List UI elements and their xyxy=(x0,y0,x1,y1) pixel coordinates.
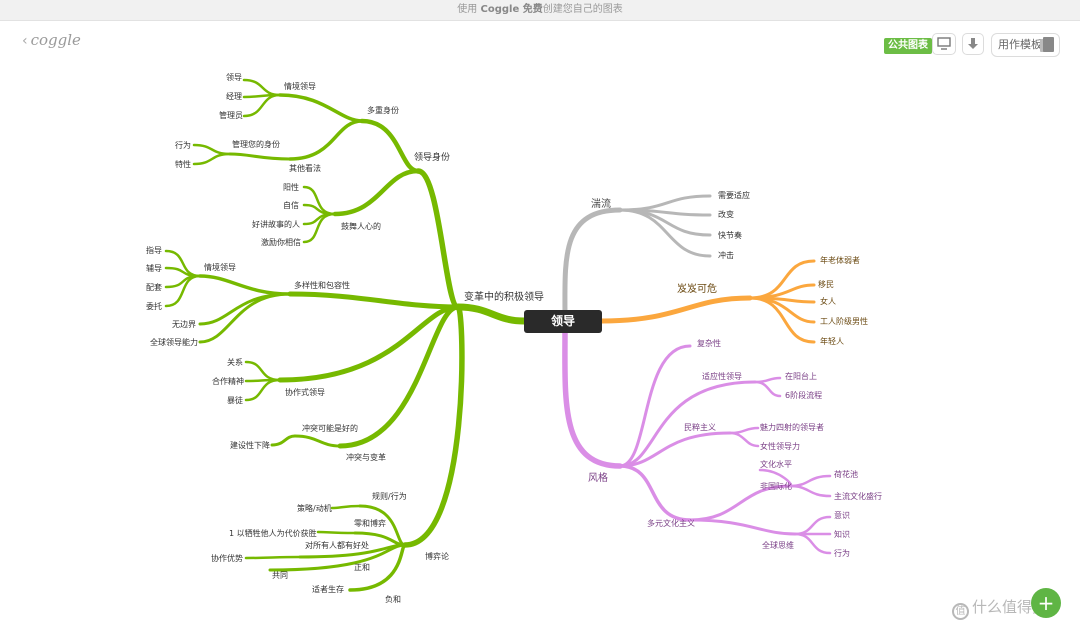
node-balcony[interactable]: 在阳台上 xyxy=(785,371,817,381)
node-rules[interactable]: 规则/行为 xyxy=(372,491,407,501)
coggle-logo[interactable]: ‹coggle xyxy=(22,31,81,49)
node-charismatic[interactable]: 魅力四射的领导者 xyxy=(760,422,824,432)
node-all-benefit[interactable]: 对所有人都有好处 xyxy=(305,540,369,550)
node-support[interactable]: 配套 xyxy=(146,282,162,292)
node-awareness[interactable]: 意识 xyxy=(834,510,850,520)
node-situational2[interactable]: 情境领导 xyxy=(204,262,236,272)
node-workers[interactable]: 工人阶级男性 xyxy=(820,316,868,326)
use-as-template-button[interactable]: 用作模板 xyxy=(991,33,1060,57)
node-conflict-good[interactable]: 冲突可能是好的 xyxy=(302,423,358,433)
node-young[interactable]: 年轻人 xyxy=(820,336,844,346)
node-populism[interactable]: 民粹主义 xyxy=(684,422,716,432)
node-culture-level[interactable]: 文化水平 xyxy=(760,459,792,469)
node-confidence[interactable]: 自信 xyxy=(283,200,299,210)
node-global-ability[interactable]: 全球领导能力 xyxy=(150,337,198,347)
node-fast[interactable]: 快节奏 xyxy=(718,230,742,240)
node-constructive[interactable]: 建设性下降 xyxy=(230,440,270,450)
node-relation[interactable]: 关系 xyxy=(227,357,243,367)
watermark: 值什么值得买 xyxy=(952,596,1047,620)
gray-branch-lines xyxy=(562,194,712,324)
node-complexity[interactable]: 复杂性 xyxy=(697,338,721,348)
node-multicultural[interactable]: 多元文化主义 xyxy=(647,518,695,528)
watermark-logo-icon: 值 xyxy=(952,603,969,620)
node-adaptive[interactable]: 适应性领导 xyxy=(702,371,742,381)
template-label: 用作模板 xyxy=(998,38,1042,51)
plus-icon[interactable]: + xyxy=(1031,588,1061,618)
node-mainstream[interactable]: 主流文化盛行 xyxy=(834,491,882,501)
node-global-mind[interactable]: 全球思维 xyxy=(762,540,794,550)
node-empathy[interactable]: 暴徒 xyxy=(227,395,243,405)
download-button[interactable] xyxy=(962,33,984,55)
node-survival[interactable]: 适者生存 xyxy=(312,584,344,594)
green-branch-lines xyxy=(164,78,528,592)
node-boundless[interactable]: 无边界 xyxy=(172,319,196,329)
node-strategy[interactable]: 策略/动机 xyxy=(297,503,332,513)
node-cooperation[interactable]: 合作精神 xyxy=(212,376,244,386)
node-identity[interactable]: 领导身份 xyxy=(414,151,450,163)
node-six-steps[interactable]: 6阶段流程 xyxy=(785,390,822,400)
node-manager[interactable]: 经理 xyxy=(226,91,242,101)
chevron-left-icon[interactable]: ‹ xyxy=(22,33,28,49)
node-leader[interactable]: 领导 xyxy=(226,72,242,82)
node-at-expense[interactable]: 1 以牺牲他人为代价获胜 xyxy=(229,528,317,538)
node-collab[interactable]: 协作式领导 xyxy=(285,387,325,397)
node-green-main[interactable]: 变革中的积极领导 xyxy=(464,290,544,303)
banner-brand[interactable]: Coggle 免费 xyxy=(480,4,543,15)
node-zero-sum[interactable]: 零和博弈 xyxy=(354,518,386,528)
node-motivate[interactable]: 激励你相信 xyxy=(261,237,301,247)
node-behavior[interactable]: 行为 xyxy=(175,140,191,150)
node-negative-sum[interactable]: 负和 xyxy=(385,594,401,604)
download-arrow-icon xyxy=(968,38,978,49)
node-storyteller[interactable]: 好讲故事的人 xyxy=(252,219,300,229)
node-action[interactable]: 行为 xyxy=(834,548,850,558)
node-lotus[interactable]: 荷花池 xyxy=(834,469,858,479)
banner-suffix: 创建您自己的图表 xyxy=(542,4,623,15)
node-purple-main[interactable]: 风格 xyxy=(588,471,608,484)
node-knowledge[interactable]: 知识 xyxy=(834,529,850,539)
orange-branch-lines xyxy=(599,259,816,344)
monitor-icon xyxy=(937,37,951,50)
node-elderly[interactable]: 年老体弱者 xyxy=(820,255,860,265)
node-game[interactable]: 博弈论 xyxy=(425,551,449,561)
node-internationalized[interactable]: 非国际化 xyxy=(760,481,792,491)
logo-text: coggle xyxy=(30,31,81,49)
node-positive-sum[interactable]: 正和 xyxy=(354,563,370,572)
node-orange-main[interactable]: 岌岌可危 xyxy=(677,283,717,295)
watermark-text: 什么值得买 xyxy=(972,598,1048,616)
node-positive[interactable]: 阳性 xyxy=(283,182,299,192)
node-coach[interactable]: 辅导 xyxy=(146,263,162,273)
purple-branch-lines xyxy=(562,328,832,555)
node-trait[interactable]: 特性 xyxy=(175,159,191,169)
node-delegate[interactable]: 委托 xyxy=(146,301,162,311)
node-admin[interactable]: 管理员 xyxy=(219,110,243,120)
node-gray-main[interactable]: 湍流 xyxy=(591,197,611,210)
node-collab-adv[interactable]: 协作优势 xyxy=(211,553,243,563)
node-common[interactable]: 共同 xyxy=(272,571,288,580)
node-diversity[interactable]: 多样性和包容性 xyxy=(294,280,350,290)
node-change[interactable]: 改变 xyxy=(718,209,734,219)
node-situational[interactable]: 情境领导 xyxy=(284,81,316,91)
node-women[interactable]: 女人 xyxy=(820,296,836,306)
root-node[interactable]: 领导 xyxy=(524,310,602,333)
node-direct[interactable]: 指导 xyxy=(146,245,162,255)
node-multi-identity[interactable]: 多重身份 xyxy=(367,105,399,115)
node-manage-identity[interactable]: 管理您的身份 xyxy=(232,139,280,149)
public-badge[interactable]: 公共图表 xyxy=(884,38,932,54)
present-button[interactable] xyxy=(932,33,956,55)
node-others-view[interactable]: 其他看法 xyxy=(289,163,321,173)
node-female[interactable]: 女性领导力 xyxy=(760,441,800,451)
node-conflict[interactable]: 冲突与变革 xyxy=(346,452,386,462)
node-impact[interactable]: 冲击 xyxy=(718,250,734,260)
banner: 使用 Coggle 免费创建您自己的图表 xyxy=(0,0,1080,21)
banner-prefix: 使用 xyxy=(457,4,478,15)
node-migrants[interactable]: 移民 xyxy=(818,279,834,289)
node-inspire[interactable]: 鼓舞人心的 xyxy=(341,221,381,231)
node-adapt[interactable]: 需要适应 xyxy=(718,190,750,200)
